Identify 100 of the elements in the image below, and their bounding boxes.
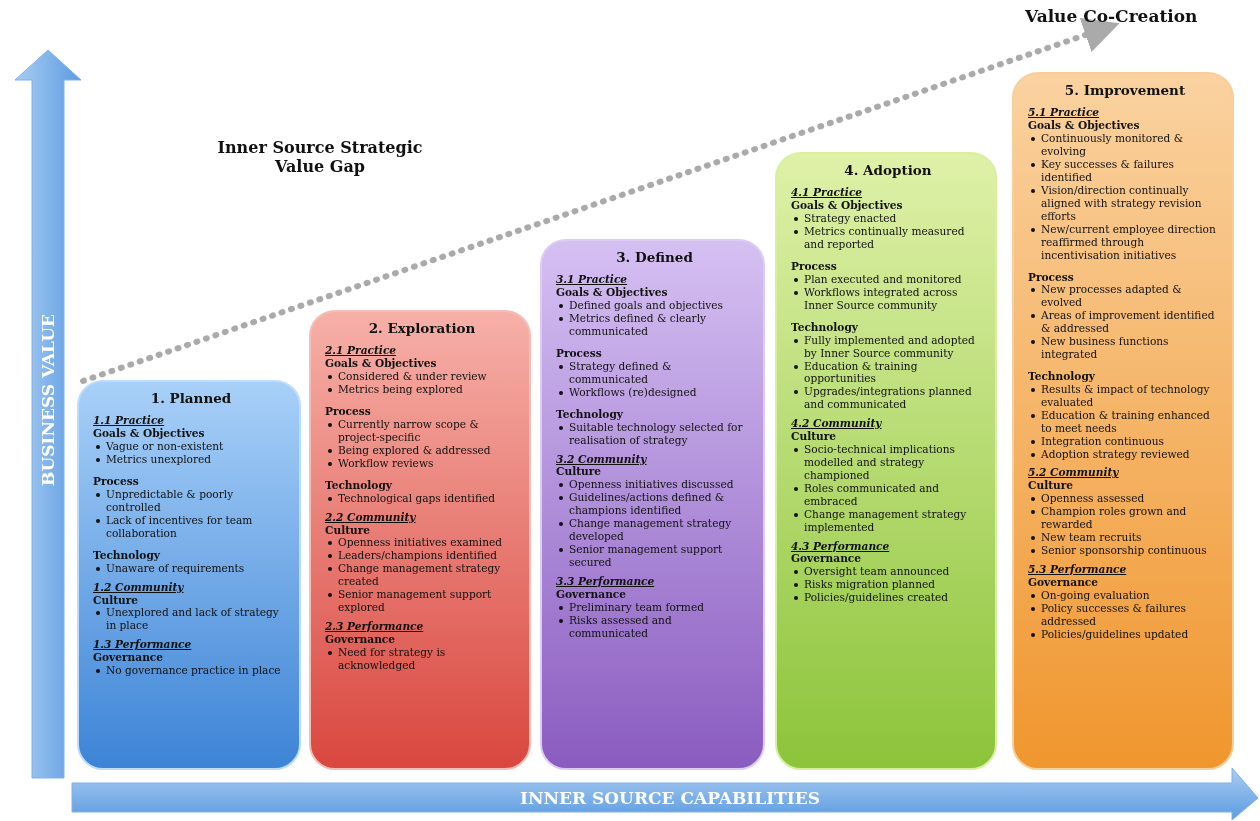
section-heading: 4.3 Performance	[791, 539, 891, 553]
section-heading: 5.2 Community	[1028, 466, 1120, 480]
stage-card	[775, 152, 997, 770]
bullet-item: New/current employee direction reaffirmed through incentivisation initiatives	[1028, 222, 1222, 262]
bullet-item: Champion roles grown and rewarded	[1028, 505, 1222, 532]
category-heading: Governance	[556, 587, 628, 601]
category-heading: Goals & Objectives	[556, 286, 669, 300]
stage-card	[309, 310, 531, 770]
category-heading: Process	[325, 405, 372, 419]
category-heading: Culture	[1028, 479, 1075, 493]
stage-title: 5. Improvement	[1063, 82, 1187, 99]
bullet-item: Upgrades/integrations planned and communicated	[791, 385, 985, 412]
bullet-item: Workflows integrated across Inner Source community	[791, 285, 985, 312]
arrow-label: Value Co-Creation	[1025, 6, 1198, 26]
stage-card	[77, 380, 301, 770]
bullet-item: Metrics continually measured and reported	[791, 225, 985, 252]
category-heading: Governance	[791, 552, 863, 566]
category-heading: Goals & Objectives	[1028, 119, 1141, 133]
stage-title: 4. Adoption	[843, 162, 933, 179]
bullet-item: Metrics defined & clearly communicated	[556, 312, 753, 339]
bullet-item: Preliminary team formed	[556, 600, 753, 614]
bullet-item: Senior sponsorship continuous	[1028, 543, 1222, 557]
bullet-item: Openness initiatives examined	[325, 536, 519, 550]
bullet-item: Change management strategy implemented	[791, 507, 985, 534]
category-heading: Governance	[93, 651, 165, 665]
category-heading: Goals & Objectives	[325, 357, 438, 371]
bullet-item: Strategy enacted	[791, 212, 985, 226]
bullet-item: Unpredictable & poorly controlled	[93, 488, 289, 514]
category-heading: Technology	[325, 478, 393, 492]
bullet-item: Plan executed and monitored	[791, 273, 985, 286]
bullet-item: Policy successes & failures addressed	[1028, 601, 1222, 628]
category-heading: Process	[1028, 270, 1075, 284]
category-heading: Process	[93, 475, 140, 489]
section-heading: 5.3 Performance	[1028, 562, 1128, 576]
category-heading: Technology	[791, 320, 859, 334]
bullet-item: Roles communicated and embraced	[791, 481, 985, 508]
bullet-item: Oversight team announced	[791, 565, 985, 579]
bullet-item: Education & training opportunities	[791, 359, 985, 386]
section-heading: 2.3 Performance	[325, 620, 425, 633]
category-heading: Process	[791, 260, 838, 273]
bullet-item: Continuously monitored & evolving	[1028, 132, 1222, 159]
category-heading: Technology	[1028, 370, 1096, 383]
bullet-item: Socio-technical implications modelled and strategy championed	[791, 443, 985, 482]
axis-label: BUSINESS VALUE	[38, 313, 58, 488]
section-heading: 3.2 Community	[556, 452, 648, 466]
bullet-item: Vision/direction continually aligned with strategy revision efforts	[1028, 184, 1222, 223]
bullet-item: Leaders/champions identified	[325, 549, 519, 563]
bullet-item: On-going evaluation	[1028, 588, 1222, 602]
bullet-item: Guidelines/actions defined & champions identified	[556, 491, 753, 518]
category-heading: Governance	[325, 632, 397, 646]
section-heading: 4.1 Practice	[791, 186, 864, 200]
stage-card	[1012, 72, 1234, 770]
category-heading: Culture	[325, 523, 372, 537]
bullet-item: No governance practice in place	[93, 664, 289, 678]
bullet-item: Results & impact of technology evaluated	[1028, 382, 1222, 409]
bullet-item: New processes adapted & evolved	[1028, 283, 1222, 310]
bullet-item: Senior management support explored	[325, 588, 519, 614]
category-heading: Technology	[556, 407, 624, 421]
bullet-item: Change management strategy created	[325, 562, 519, 589]
category-heading: Culture	[791, 430, 838, 444]
bullet-item: Adoption strategy reviewed	[1028, 447, 1222, 461]
bullet-item: Risks migration planned	[791, 578, 985, 592]
category-heading: Process	[556, 347, 603, 360]
bullet-item: Strategy defined & communicated	[556, 360, 753, 386]
bullet-item: Metrics unexplored	[93, 453, 289, 467]
bullet-item: Metrics being explored	[325, 383, 519, 397]
category-heading: Goals & Objectives	[791, 199, 904, 213]
category-heading: Culture	[93, 593, 140, 607]
section-heading: 1.2 Community	[93, 580, 185, 594]
bullet-item: Unexplored and lack of strategy in place	[93, 606, 289, 633]
section-heading: 4.2 Community	[791, 417, 883, 431]
bullet-item: New team recruits	[1028, 531, 1222, 544]
bullet-item: Workflow reviews	[325, 456, 519, 470]
bullet-item: Key successes & failures identified	[1028, 158, 1222, 184]
bullet-item: Being explored & addressed	[325, 443, 519, 457]
bullet-item: Integration continuous	[1028, 434, 1222, 448]
section-heading: 2.1 Practice	[325, 344, 398, 358]
section-heading: 5.1 Practice	[1028, 106, 1101, 120]
bullet-item: Change management strategy developed	[556, 517, 753, 543]
bullet-item: Areas of improvement identified & addressed	[1028, 309, 1222, 336]
category-heading: Culture	[556, 465, 603, 479]
bullet-item: Need for strategy is acknowledged	[325, 645, 519, 672]
bullet-item: Openness initiatives discussed	[556, 478, 753, 492]
bullet-item: Defined goals and objectives	[556, 299, 753, 313]
bullet-item: Fully implemented and adopted by Inner Source community	[791, 333, 985, 360]
section-heading: 3.3 Performance	[556, 574, 656, 588]
section-heading: 3.1 Practice	[556, 273, 629, 287]
bullet-item: Currently narrow scope & project-specific	[325, 418, 519, 444]
category-heading: Governance	[1028, 575, 1100, 589]
bullet-item: Openness assessed	[1028, 492, 1222, 506]
bullet-item: Policies/guidelines created	[791, 591, 985, 605]
stage-title: 2. Exploration	[367, 320, 477, 337]
gap-label: Inner Source Strategic Value Gap	[216, 138, 424, 176]
category-heading: Technology	[93, 548, 161, 562]
bullet-item: Unaware of requirements	[93, 561, 289, 575]
bullet-item: Risks assessed and communicated	[556, 613, 753, 640]
bullet-item: Technological gaps identified	[325, 491, 519, 505]
bullet-item: Considered & under review	[325, 370, 519, 384]
bullet-item: Vague or non-existent	[93, 440, 289, 454]
bullet-item: New business functions integrated	[1028, 335, 1222, 361]
